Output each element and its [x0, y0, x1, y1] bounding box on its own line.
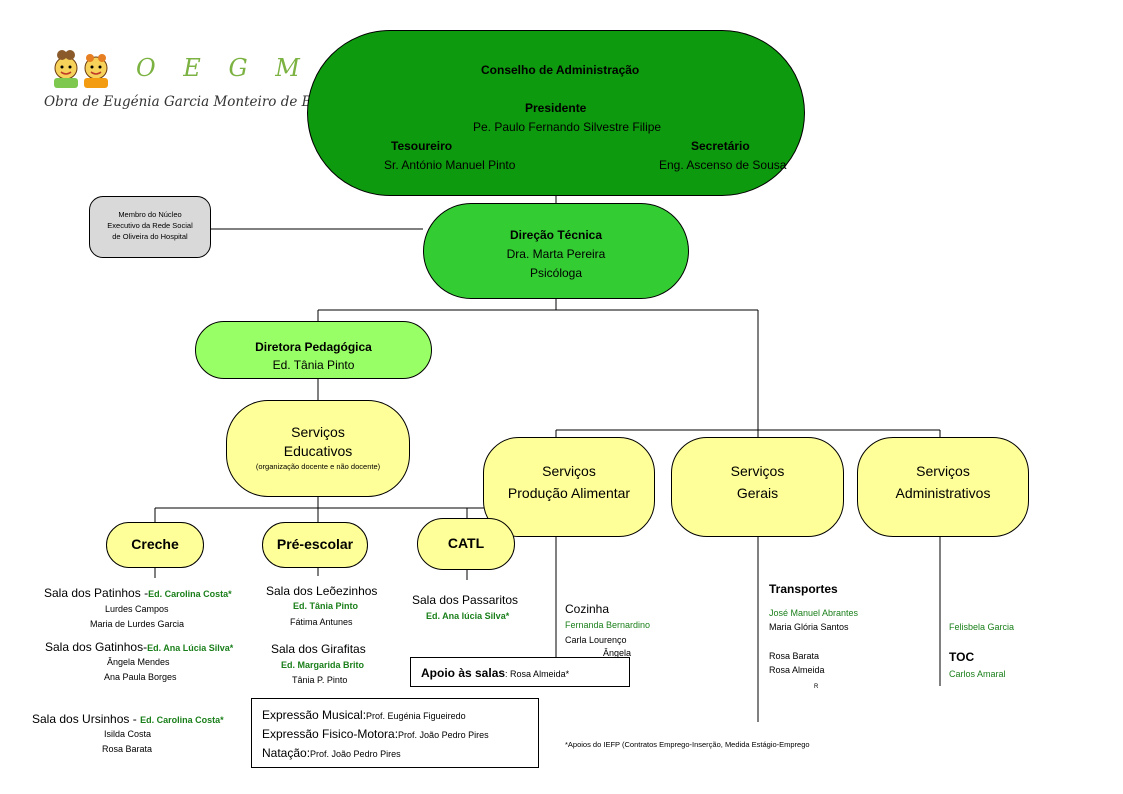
girafitas-label: Sala dos Girafitas	[271, 642, 366, 656]
patinhos-staff1: Lurdes Campos	[105, 604, 169, 614]
secretary-label: Secretário	[691, 139, 750, 153]
pedagogica-name: Ed. Tânia Pinto	[272, 358, 355, 372]
gatinhos-room: Sala dos Gatinhos-Ed. Ana Lúcia Silva*	[45, 640, 233, 654]
transportes-staff1: Maria Glória Santos	[769, 622, 849, 632]
gerais-node: Serviços Gerais	[671, 437, 844, 537]
logo: O E G M B Obra de Eugénia Garcia Monteir…	[44, 46, 345, 116]
alimentar-node: Serviços Produção Alimentar	[483, 437, 655, 537]
board-node: Conselho de Administração Presidente Pe.…	[307, 30, 805, 196]
apoio-label: Apoio às salas	[421, 666, 506, 680]
transportes-title: Transportes	[769, 582, 838, 596]
creche-title: Creche	[131, 536, 179, 552]
natacao-label: Natação:	[262, 746, 311, 760]
administrativos-line1: Serviços	[916, 463, 970, 479]
catl-title: CATL	[447, 535, 485, 551]
musical-name: Prof. Eugénia Figueiredo	[366, 711, 466, 721]
creche-node: Creche	[106, 522, 204, 568]
nucleo-node: Membro do Núcleo Executivo da Rede Socia…	[89, 196, 211, 258]
treasurer-label: Tesoureiro	[391, 139, 453, 153]
girafitas-lead: Ed. Margarida Brito	[281, 660, 365, 670]
pedagogica-node: Diretora Pedagógica Ed. Tânia Pinto	[195, 321, 432, 379]
pedagogica-title: Diretora Pedagógica	[255, 340, 372, 354]
board-title: Conselho de Administração	[481, 63, 640, 77]
apoio-line: Apoio às salas: Rosa Almeida*	[421, 666, 569, 680]
natacao-line: Natação:Prof. João Pedro Pires	[262, 746, 401, 760]
girafitas-staff: Tânia P. Pinto	[292, 675, 348, 685]
transportes-staff3: Rosa Almeida	[769, 665, 825, 675]
president-label: Presidente	[525, 101, 587, 115]
musical-line: Expressão Musical:Prof. Eugénia Figueire…	[262, 708, 466, 722]
alimentar-line2: Produção Alimentar	[507, 485, 631, 501]
leoezinhos-label: Sala dos Leõezinhos	[266, 584, 378, 598]
gatinhos-lead: Ed. Ana Lúcia Silva*	[147, 643, 234, 653]
passaritos-lead: Ed. Ana lúcia Silva*	[426, 611, 510, 621]
alimentar-line1: Serviços	[542, 463, 596, 479]
gerais-line2: Gerais	[736, 485, 779, 501]
administrativos-line2: Administrativos	[895, 485, 991, 501]
preescolar-title: Pré-escolar	[276, 536, 354, 552]
children-mascot-icon	[54, 50, 108, 88]
transportes-mark: R	[814, 684, 819, 690]
ursinhos-staff2: Rosa Barata	[102, 744, 153, 754]
gatinhos-staff1: Ângela Mendes	[107, 657, 170, 667]
admin-lead: Felisbela Garcia	[949, 622, 1015, 632]
extras-box: Expressão Musical:Prof. Eugénia Figueire…	[251, 698, 539, 768]
fisico-label: Expressão Fisico-Motora:	[262, 727, 399, 741]
fisico-name: Prof. João Pedro Pires	[398, 730, 489, 740]
gatinhos-staff2: Ana Paula Borges	[104, 672, 177, 682]
direcao-name: Dra. Marta Pereira	[506, 247, 606, 261]
apoio-name: : Rosa Almeida*	[505, 669, 570, 679]
leoezinhos-lead: Ed. Tânia Pinto	[293, 601, 359, 611]
ursinhos-staff1: Isilda Costa	[104, 729, 152, 739]
nucleo-line3: de Oliveira do Hospital	[112, 232, 188, 241]
logo-letters: O E G M B	[136, 54, 356, 82]
administrativos-node: Serviços Administrativos	[857, 437, 1029, 537]
direcao-node: Direção Técnica Dra. Marta Pereira Psicó…	[423, 203, 689, 299]
patinhos-label: Sala dos Patinhos -	[44, 586, 149, 600]
cozinha-staff1: Carla Lourenço	[565, 635, 627, 645]
president-name: Pe. Paulo Fernando Silvestre Filipe	[473, 120, 662, 134]
patinhos-lead: Ed. Carolina Costa*	[148, 589, 232, 599]
transportes-lead: José Manuel Abrantes	[769, 608, 859, 618]
toc-label: TOC	[949, 650, 975, 664]
gerais-line1: Serviços	[730, 463, 785, 479]
educativos-node: Serviços Educativos (organização docente…	[226, 400, 410, 497]
transportes-staff2: Rosa Barata	[769, 651, 820, 661]
cozinha-staff2: Ângela	[603, 648, 632, 658]
musical-label: Expressão Musical:	[262, 708, 367, 722]
preescolar-node: Pré-escolar	[262, 522, 368, 568]
passaritos-label: Sala dos Passaritos	[412, 593, 519, 607]
ursinhos-label: Sala dos Ursinhos -	[32, 712, 137, 726]
fisico-line: Expressão Fisico-Motora:Prof. João Pedro…	[262, 727, 489, 741]
treasurer-name: Sr. António Manuel Pinto	[384, 158, 516, 172]
secretary-name: Eng. Ascenso de Sousa	[659, 158, 787, 172]
natacao-name: Prof. João Pedro Pires	[310, 749, 401, 759]
apoio-box: Apoio às salas: Rosa Almeida*	[410, 657, 630, 687]
catl-node: CATL	[417, 518, 515, 570]
ursinhos-lead: Ed. Carolina Costa*	[140, 715, 224, 725]
logo-subtitle: Obra de Eugénia Garcia Monteiro de Brito	[44, 94, 336, 110]
nucleo-line1: Membro do Núcleo	[118, 210, 182, 219]
gatinhos-label: Sala dos Gatinhos-	[45, 640, 148, 654]
leoezinhos-staff: Fátima Antunes	[290, 617, 353, 627]
educativos-line2: Educativos	[283, 443, 353, 459]
ursinhos-room: Sala dos Ursinhos - Ed. Carolina Costa*	[32, 712, 224, 726]
educativos-note: (organização docente e não docente)	[255, 462, 381, 471]
cozinha-lead: Fernanda Bernardino	[565, 620, 651, 630]
direcao-role: Psicóloga	[529, 266, 583, 280]
footnote: *Apoios do IEFP (Contratos Emprego-Inser…	[565, 740, 810, 749]
cozinha-title: Cozinha	[565, 602, 610, 616]
toc-name: Carlos Amaral	[949, 669, 1006, 679]
patinhos-room: Sala dos Patinhos -Ed. Carolina Costa*	[44, 586, 232, 600]
direcao-title: Direção Técnica	[509, 228, 603, 242]
nucleo-line2: Executivo da Rede Social	[107, 221, 193, 230]
educativos-line1: Serviços	[291, 424, 345, 440]
patinhos-staff2: Maria de Lurdes Garcia	[90, 619, 185, 629]
